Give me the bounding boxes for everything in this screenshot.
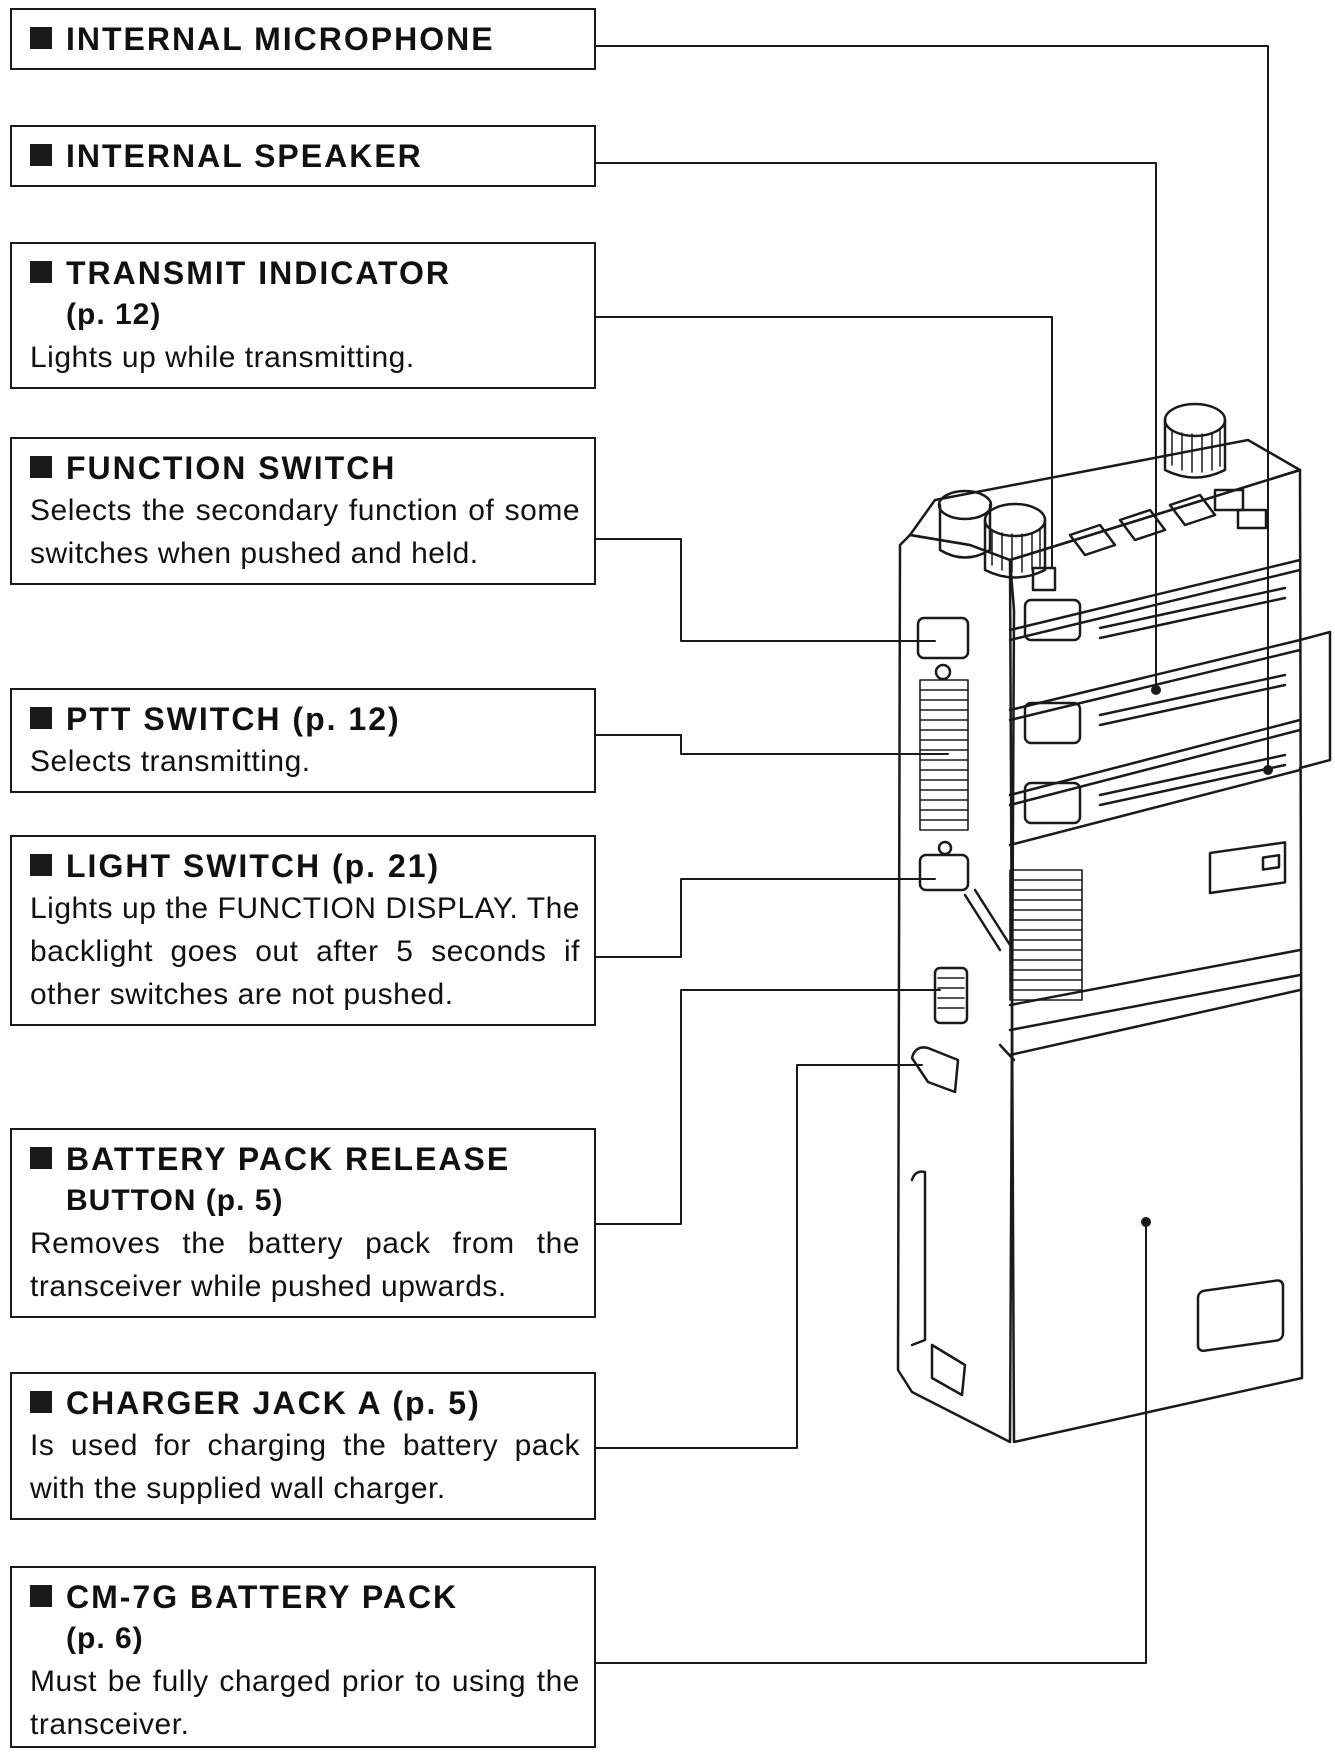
- top-key: [1068, 523, 1117, 557]
- square-bullet-icon: [30, 707, 52, 729]
- callout-description: Selects the secondary function of some s…: [30, 494, 580, 570]
- belt-clip: [1298, 630, 1332, 770]
- callout-function-switch: FUNCTION SWITCH Selects the secondary fu…: [10, 437, 596, 585]
- squelch-knob: [983, 502, 1047, 579]
- radio-top-panel: [908, 438, 1302, 562]
- square-bullet-icon: [30, 144, 52, 166]
- leader-internal-microphone: [595, 45, 1269, 771]
- leader-charger-jack: [595, 1064, 923, 1449]
- callout-description: Lights up the FUNCTION DISPLAY. The back…: [30, 892, 580, 1011]
- leader-ptt-switch: [595, 734, 949, 755]
- top-small-key: [1213, 488, 1245, 512]
- callout-title: BATTERY PACK RELEASE: [66, 1141, 511, 1177]
- callout-subtitle: (p. 6): [66, 1622, 144, 1655]
- callout-description: Must be fully charged prior to using the…: [30, 1665, 580, 1741]
- front-button: [1023, 598, 1082, 642]
- battery-release-ridges: [937, 977, 965, 1009]
- callout-subtitle: BUTTON (p. 5): [66, 1184, 284, 1217]
- callout-description: Removes the battery pack from the transc…: [30, 1227, 580, 1303]
- transmit-indicator-lamp: [1031, 566, 1057, 592]
- square-bullet-icon: [30, 261, 52, 283]
- front-button: [1023, 701, 1082, 745]
- front-tier-line: [1008, 728, 1302, 807]
- square-bullet-icon: [30, 1391, 52, 1413]
- top-key: [1118, 508, 1167, 542]
- leader-dot: [1151, 685, 1161, 695]
- square-bullet-icon: [30, 456, 52, 478]
- callout-title: FUNCTION SWITCH: [66, 450, 397, 486]
- leader-function-switch: [595, 538, 936, 642]
- battery-latch: [930, 1343, 967, 1397]
- callout-charger-jack: CHARGER JACK A (p. 5) Is used for chargi…: [10, 1372, 596, 1520]
- callout-title: INTERNAL SPEAKER: [66, 138, 423, 174]
- front-tier-line: [1008, 948, 1302, 1007]
- callout-light-switch: LIGHT SWITCH (p. 21) Lights up the FUNCT…: [10, 835, 596, 1026]
- leader-lines: [595, 45, 1269, 1664]
- front-speaker-grille: [1009, 869, 1083, 1001]
- callout-battery-pack: CM-7G BATTERY PACK (p. 6) Must be fully …: [10, 1566, 596, 1748]
- side-screw: [934, 663, 952, 681]
- front-slot-line: [1098, 673, 1287, 727]
- front-tier-line: [1008, 973, 1302, 1032]
- battery-label-small: [1208, 841, 1287, 895]
- callout-transmit-indicator: TRANSMIT INDICATOR (p. 12) Lights up whi…: [10, 242, 596, 389]
- callout-ptt-switch: PTT SWITCH (p. 12) Selects transmitting.: [10, 688, 596, 793]
- callout-description: Lights up while transmitting.: [30, 341, 415, 374]
- callout-internal-speaker: INTERNAL SPEAKER: [10, 125, 596, 187]
- square-bullet-icon: [30, 27, 52, 49]
- tuning-knob: [1163, 402, 1227, 479]
- leader-internal-speaker: [595, 162, 1157, 691]
- leader-dot: [1141, 1217, 1151, 1227]
- callout-title: PTT SWITCH (p. 12): [66, 701, 401, 737]
- callout-title: TRANSMIT INDICATOR: [66, 255, 452, 291]
- leader-dot: [1263, 765, 1273, 775]
- front-slot-line: [1098, 753, 1287, 807]
- leader-endpoints: [1141, 685, 1273, 1227]
- square-bullet-icon: [30, 1147, 52, 1169]
- callout-title: INTERNAL MICROPHONE: [66, 21, 495, 57]
- battery-release-button: [933, 966, 969, 1025]
- function-switch-button: [916, 616, 970, 660]
- top-key: [1168, 493, 1217, 527]
- front-tier-line: [1008, 768, 1302, 847]
- callout-title: CHARGER JACK A (p. 5): [66, 1385, 481, 1421]
- front-slot-line: [1098, 586, 1287, 640]
- front-button: [1023, 781, 1082, 825]
- callout-internal-microphone: INTERNAL MICROPHONE: [10, 8, 596, 70]
- light-switch-button: [918, 853, 970, 892]
- callout-description: Selects transmitting.: [30, 745, 311, 778]
- leader-battery-pack-release: [595, 989, 941, 1225]
- leader-battery-pack: [595, 1221, 1147, 1664]
- leader-light-switch: [595, 878, 936, 958]
- charger-jack: [910, 1046, 960, 1094]
- callout-title: CM-7G BATTERY PACK: [66, 1579, 459, 1615]
- battery-side-tab: [910, 1170, 927, 1347]
- square-bullet-icon: [30, 854, 52, 876]
- square-bullet-icon: [30, 1585, 52, 1607]
- battery-label-large: [1196, 1279, 1285, 1353]
- callout-battery-pack-release: BATTERY PACK RELEASE BUTTON (p. 5) Remov…: [10, 1128, 596, 1318]
- leader-transmit-indicator: [595, 316, 1053, 569]
- side-panel-groove: [963, 888, 1012, 952]
- callout-subtitle: (p. 12): [66, 298, 162, 331]
- battery-seam: [998, 1043, 1016, 1062]
- callout-title: LIGHT SWITCH (p. 21): [66, 848, 441, 884]
- front-tier-line: [1008, 988, 1302, 1057]
- volume-knob: [937, 489, 993, 559]
- side-screw: [937, 840, 953, 856]
- top-small-key: [1236, 508, 1268, 530]
- battery-label-small-inner: [1261, 853, 1281, 871]
- callout-description: Is used for charging the battery pack wi…: [30, 1429, 580, 1505]
